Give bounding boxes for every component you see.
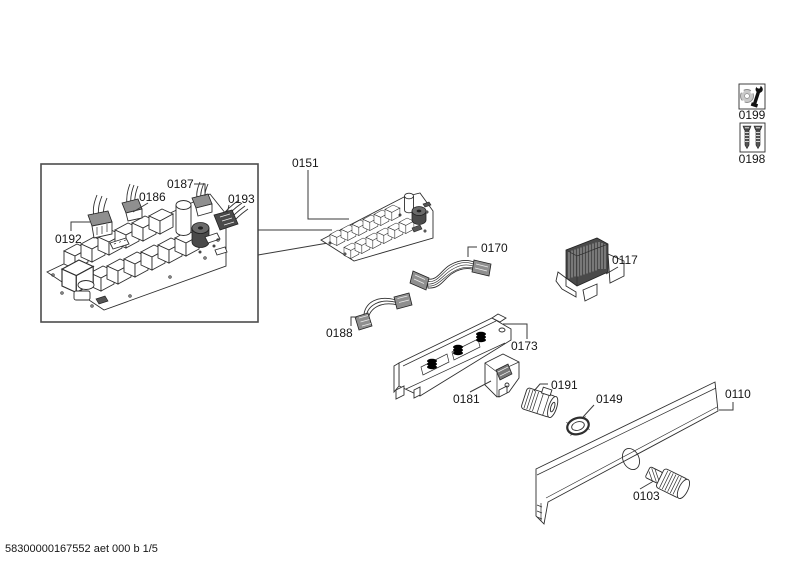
service-symbol-tools[interactable] (738, 83, 766, 110)
connector-0193-drawing (213, 199, 249, 231)
bezel-ring-0149-drawing (566, 416, 590, 436)
part-label-0151[interactable]: 0151 (292, 156, 319, 170)
support-frame-0173-drawing (393, 313, 512, 400)
part-label-0117[interactable]: 0117 (612, 253, 638, 267)
callout-0181: 0181 (453, 380, 492, 406)
wire-harness-0188-drawing (354, 292, 413, 331)
callout-0192: 0192 (55, 221, 90, 246)
power-board-0151-drawing (320, 192, 434, 262)
part-label-0181[interactable]: 0181 (453, 392, 480, 406)
callout-0191: 0191 (533, 378, 578, 392)
control-panel-0110-drawing (535, 381, 719, 525)
part-label-0188[interactable]: 0188 (326, 326, 353, 340)
callout-0110: 0110 (719, 387, 751, 411)
service-symbol-screws[interactable] (739, 122, 766, 153)
symbol-label-screws[interactable]: 0198 (739, 152, 766, 166)
part-label-0103[interactable]: 0103 (633, 489, 660, 503)
part-label-0187[interactable]: 0187 (167, 177, 194, 191)
callout-0188: 0188 (326, 316, 357, 340)
callout-0151: 0151 (292, 156, 349, 220)
part-label-0191[interactable]: 0191 (551, 378, 578, 392)
callout-0186: 0186 (132, 190, 166, 213)
callout-0103: 0103 (633, 481, 660, 503)
document-reference: 58300000167552 aet 000 b 1/5 (5, 543, 158, 555)
part-label-0193[interactable]: 0193 (228, 192, 255, 206)
wrench-tool-icon (740, 84, 763, 108)
part-label-0149[interactable]: 0149 (596, 392, 623, 406)
switch-bracket-0181-drawing (484, 353, 520, 398)
detail-box-callout-lines (257, 229, 332, 256)
callout-0149: 0149 (582, 392, 623, 418)
connector-0187-drawing (191, 181, 213, 217)
ribbon-cable-0170-drawing (409, 259, 492, 291)
screws-icon (742, 125, 763, 150)
knob-0103-drawing (645, 466, 691, 500)
part-label-0173[interactable]: 0173 (511, 339, 538, 353)
callout-0117: 0117 (605, 253, 638, 275)
part-label-0110[interactable]: 0110 (725, 387, 751, 401)
cylinder-part-0191-drawing (521, 386, 559, 419)
part-label-0186[interactable]: 0186 (139, 190, 166, 204)
detail-box (40, 163, 259, 323)
callout-0170: 0170 (467, 241, 508, 257)
connector-0192-drawing (87, 194, 113, 239)
callout-0173: 0173 (503, 323, 538, 353)
callout-0193: 0193 (226, 192, 255, 215)
part-label-0192[interactable]: 0192 (55, 232, 82, 246)
callout-0187: 0187 (167, 177, 206, 196)
power-board-detail-drawing (46, 193, 228, 311)
symbol-label-tools[interactable]: 0199 (739, 108, 766, 122)
heatsink-0117-drawing (555, 237, 625, 302)
part-label-0170[interactable]: 0170 (481, 241, 508, 255)
